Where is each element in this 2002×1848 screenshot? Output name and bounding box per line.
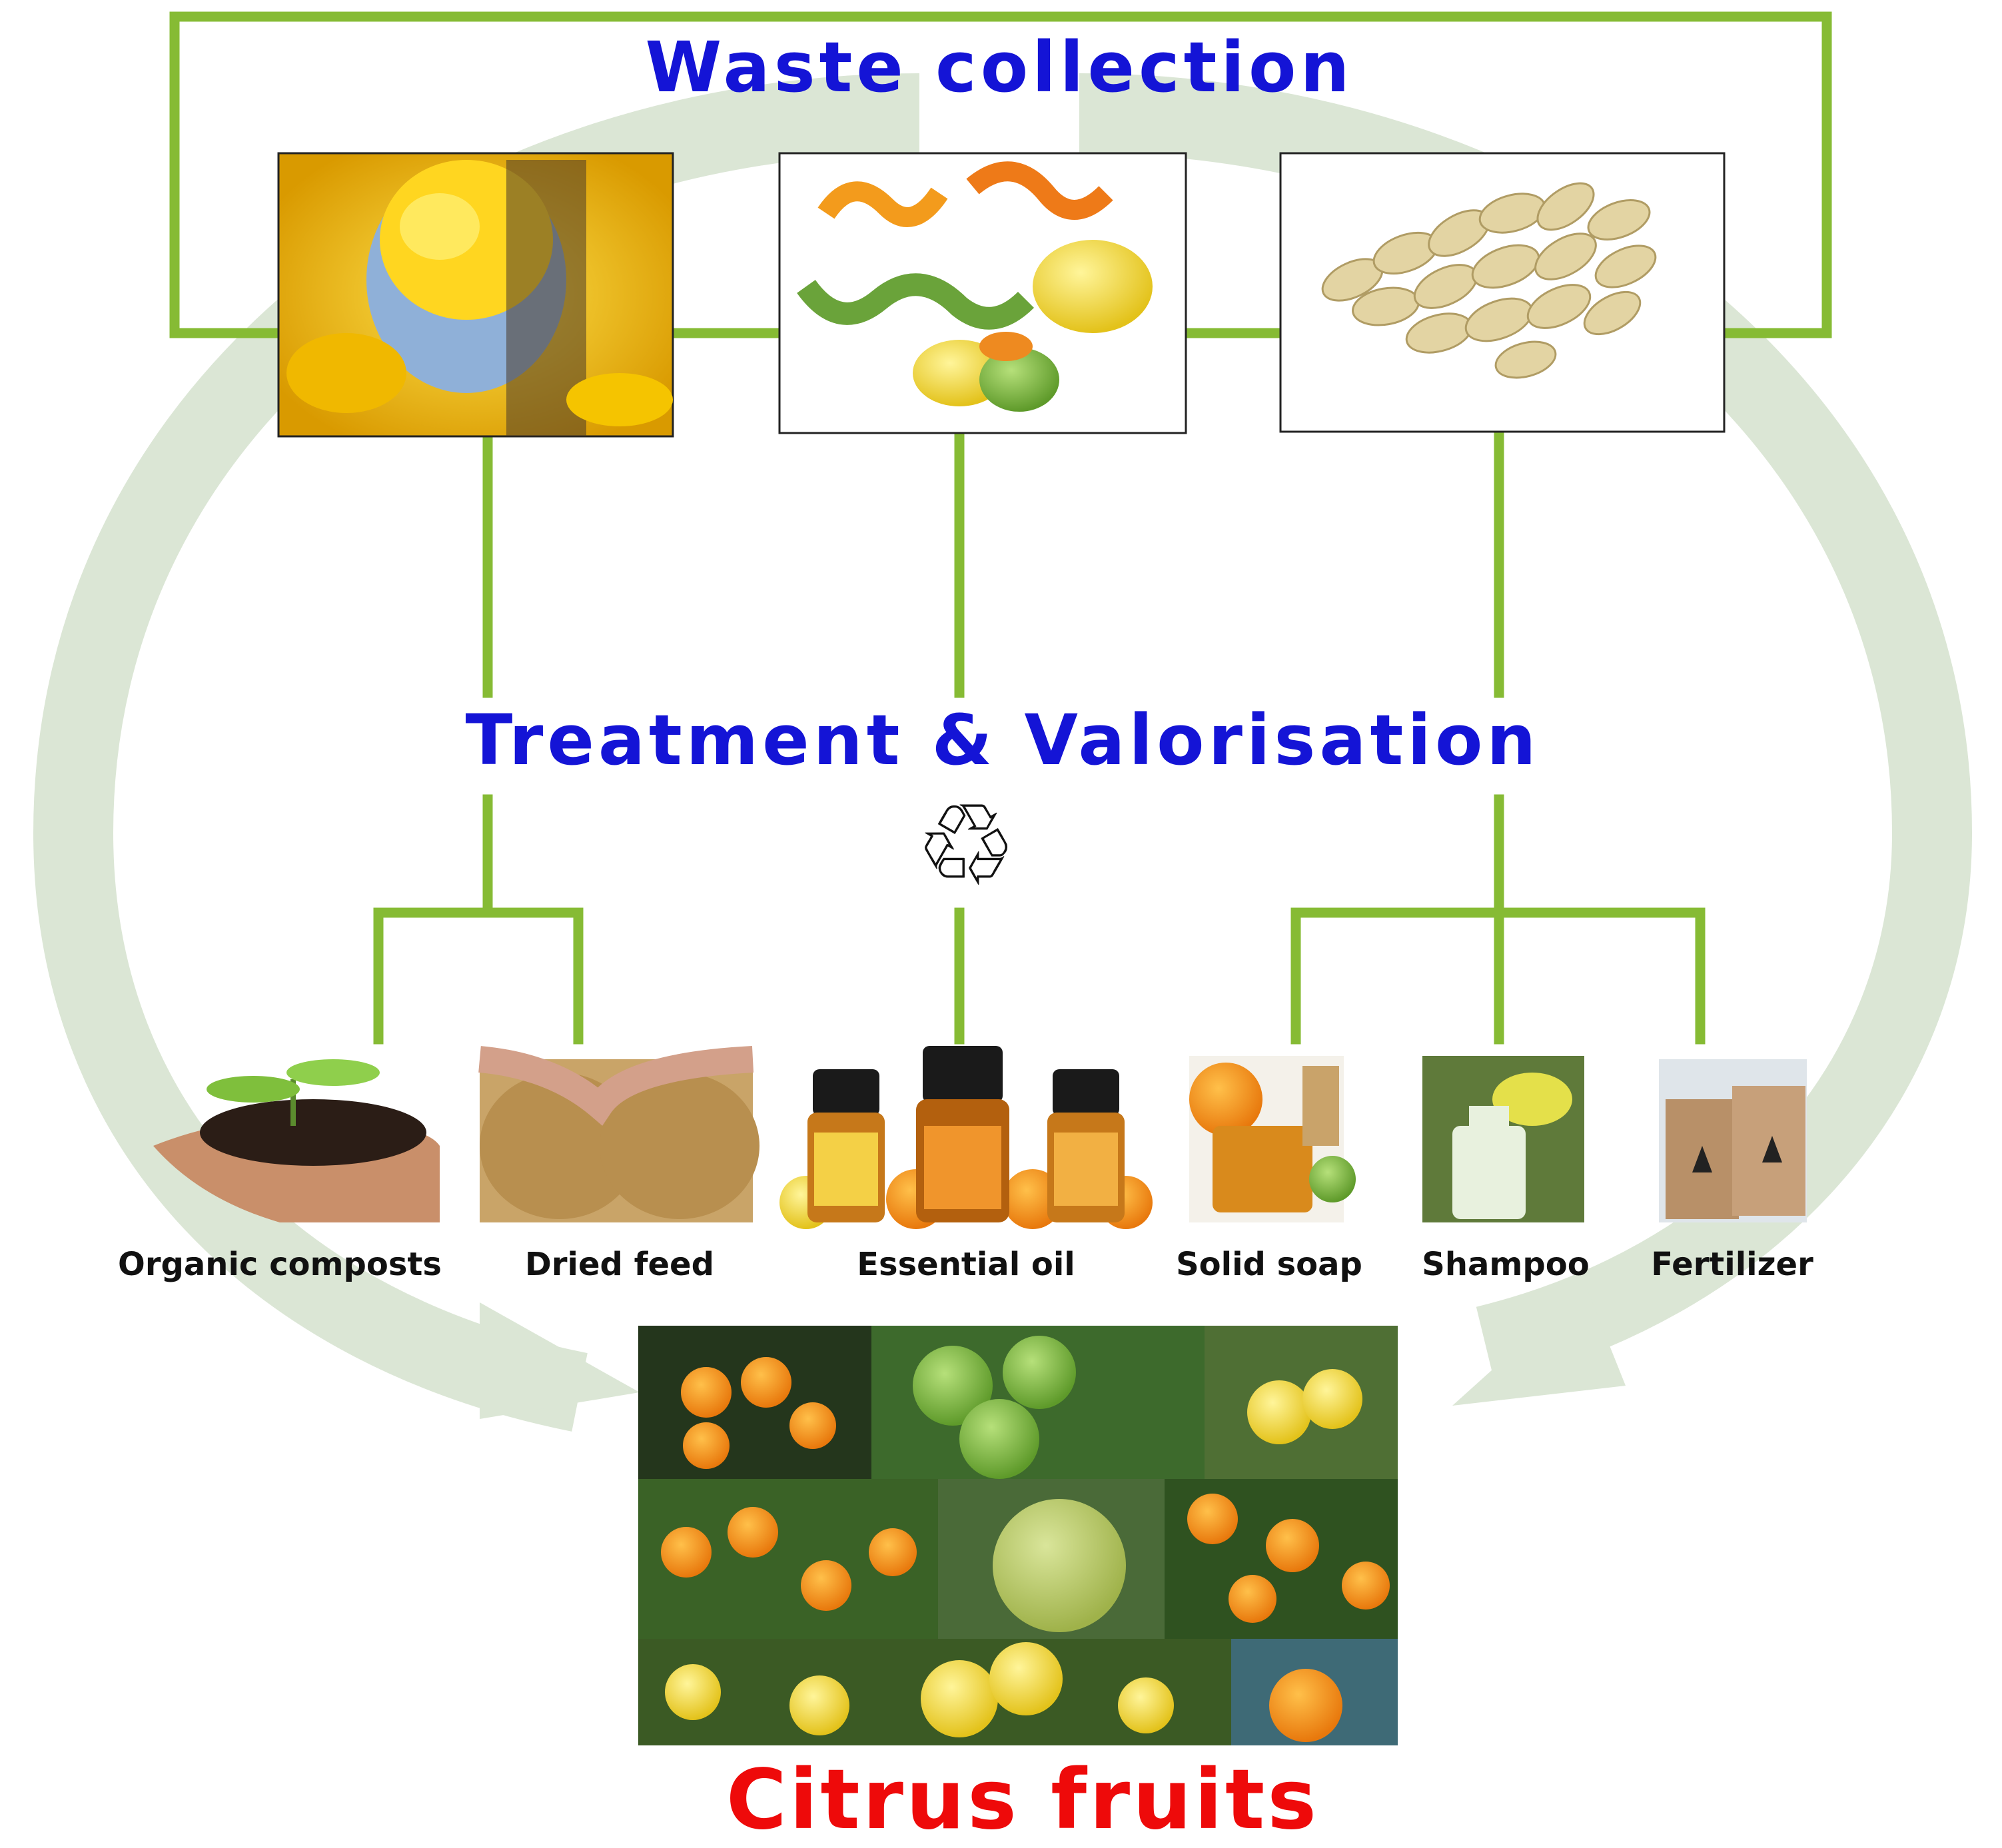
solid-soap-image — [1189, 1056, 1356, 1222]
waste-collection-title: Waste collection — [645, 27, 1354, 108]
citrus-peels-image — [778, 152, 1187, 434]
connector-lines — [169, 11, 1832, 1045]
label-solid-soap: Solid soap — [1176, 1246, 1362, 1283]
label-essential-oil: Essential oil — [857, 1246, 1075, 1283]
label-organic-composts: Organic composts — [118, 1246, 442, 1283]
fertilizer-image — [1659, 1059, 1807, 1222]
citrus-pulp-image — [277, 152, 674, 438]
label-shampoo: Shampoo — [1422, 1246, 1590, 1283]
cycle-arrowhead-left — [480, 1302, 640, 1419]
label-dried-feed: Dried feed — [525, 1246, 714, 1283]
essential-oil-image — [779, 1046, 1153, 1229]
organic-composts-image — [153, 1059, 440, 1222]
citrus-seeds-image — [1279, 152, 1726, 433]
label-fertilizer: Fertilizer — [1651, 1246, 1813, 1283]
citrus-fruits-collage — [638, 1326, 1398, 1745]
treatment-valorisation-title: Treatment & Valorisation — [465, 699, 1540, 781]
shampoo-image — [1422, 1056, 1584, 1222]
dried-feed-image — [478, 1046, 759, 1222]
recycle-icon: ♲ — [915, 780, 1017, 912]
citrus-fruits-title: Citrus fruits — [726, 1752, 1320, 1848]
cycle-arrowhead-right — [1452, 1286, 1626, 1406]
